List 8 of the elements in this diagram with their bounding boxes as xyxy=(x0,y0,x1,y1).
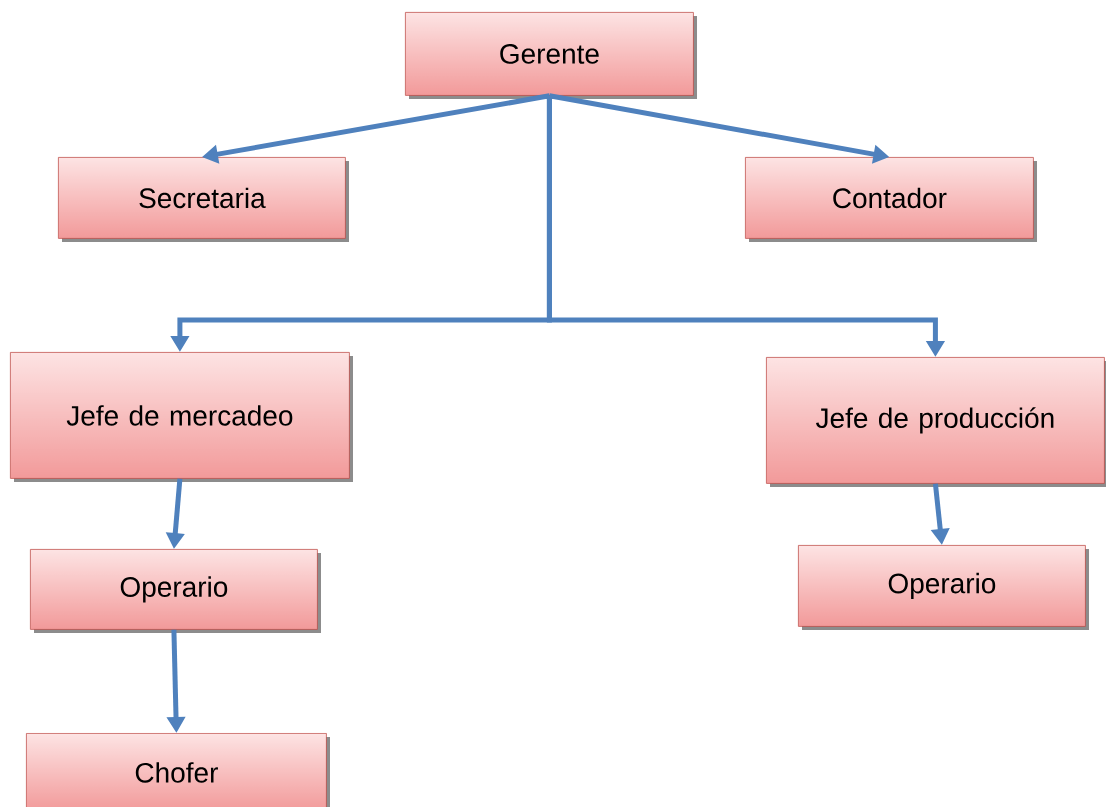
org-box: Contador xyxy=(745,157,1037,242)
org-box: Chofer xyxy=(26,733,330,807)
org-box: Secretaria xyxy=(58,157,349,242)
org-box: Gerente xyxy=(405,12,697,99)
org-box: Operario xyxy=(30,549,321,633)
org-box: Jefe de mercadeo xyxy=(10,352,353,482)
org-box: Jefe de producción xyxy=(766,357,1106,487)
org-box: Operario xyxy=(798,545,1089,630)
